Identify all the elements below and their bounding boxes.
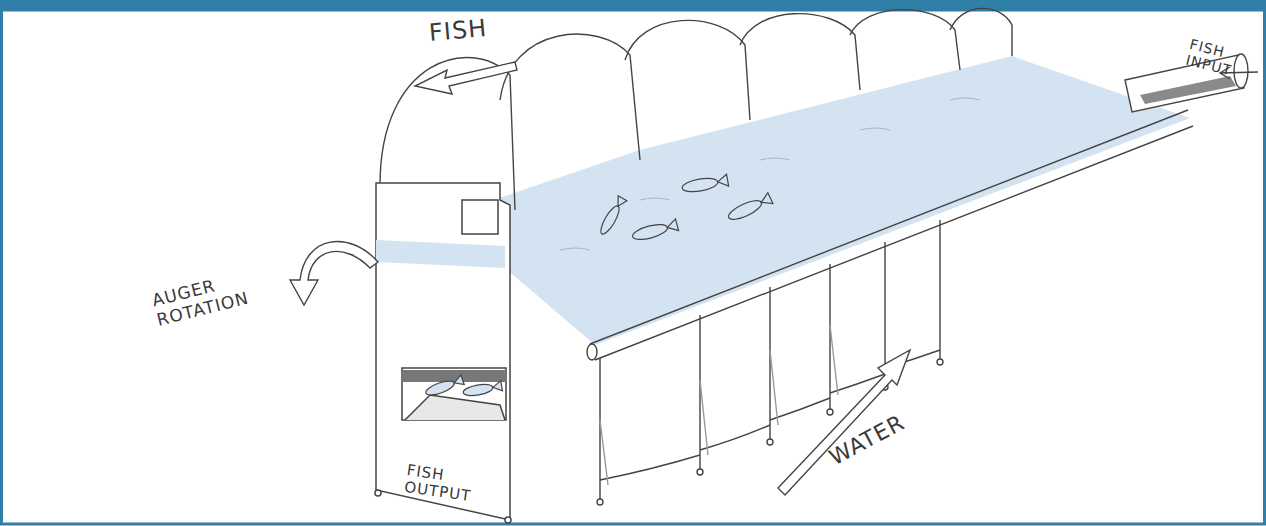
- fish: [424, 375, 464, 398]
- auger-rotation-arrow: [290, 241, 378, 305]
- arch: [950, 8, 1012, 56]
- fish-tail: [492, 381, 503, 392]
- rail-end: [587, 344, 597, 360]
- output-shadow: [402, 370, 506, 382]
- foot: [827, 409, 833, 415]
- fish: [598, 196, 627, 237]
- water-ripples: [560, 98, 980, 250]
- arch: [500, 34, 640, 160]
- foot: [767, 439, 773, 445]
- panel-face: [376, 183, 510, 520]
- fish-body: [462, 382, 493, 397]
- foot: [505, 517, 511, 523]
- panel-water: [376, 240, 505, 268]
- pipe-shade: [1140, 76, 1236, 104]
- auger-arches: [380, 8, 1012, 210]
- auger-blade: [405, 395, 505, 420]
- arch: [625, 20, 750, 120]
- fish-tail: [717, 174, 729, 188]
- fish: [726, 193, 773, 223]
- fish-tail: [614, 196, 627, 209]
- fish-tail: [759, 193, 773, 208]
- ripple: [950, 98, 980, 100]
- fish-group: [424, 174, 773, 398]
- fish-body: [726, 197, 764, 223]
- fish-arrow: [415, 62, 517, 94]
- fish-body: [424, 378, 456, 398]
- trough-folds: [600, 325, 838, 485]
- ripple: [560, 248, 590, 250]
- ripple: [760, 158, 790, 160]
- flow-arrows: [290, 62, 910, 495]
- foot: [937, 359, 943, 365]
- fish-tail: [452, 375, 464, 387]
- legs: [600, 220, 940, 500]
- sketch-label: AUGER ROTATION: [150, 262, 281, 330]
- arch: [740, 14, 860, 90]
- frame: [2, 10, 1265, 524]
- fish: [462, 381, 502, 398]
- fish-body: [631, 222, 669, 243]
- ripple: [860, 128, 890, 130]
- fish-tail: [666, 219, 679, 233]
- fish-body: [681, 176, 719, 194]
- foot: [697, 469, 703, 475]
- pipe-mouth: [1234, 54, 1248, 88]
- foot: [597, 499, 603, 505]
- end-panel: [375, 183, 511, 523]
- ripple: [640, 198, 670, 200]
- foot: [375, 490, 381, 496]
- front-rail: [590, 110, 1193, 360]
- output-opening: [402, 368, 506, 420]
- sketch-label: FISH: [428, 12, 520, 47]
- chute-opening: [462, 200, 498, 234]
- fish: [631, 219, 679, 242]
- arch: [850, 10, 960, 70]
- fish: [681, 174, 728, 194]
- fish-body: [598, 204, 623, 237]
- frame-structure: [587, 110, 1193, 505]
